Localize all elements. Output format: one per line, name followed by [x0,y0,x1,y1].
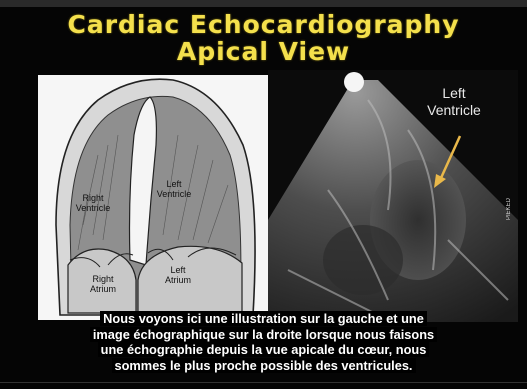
title-line-1: Cardiac Echocardiography [0,10,527,39]
ultrasound-image: Left Ventricle PIEKED [268,70,518,322]
label-right-atrium: Right Atrium [81,274,125,294]
label-right-ventricle: Right Ventricle [68,193,118,213]
label-left-atrium: Left Atrium [156,265,200,285]
top-bar [0,0,527,7]
subtitle-line-4: sommes le plus proche possible des ventr… [112,358,416,373]
subtitle-line: sommes le plus proche possible des ventr… [0,358,527,374]
subtitle-line: image échographique sur la droite lorsqu… [0,327,527,343]
right-ventricle-text: Right Ventricle [76,193,111,213]
side-watermark: PIEKED [506,180,518,220]
left-ventricle-text: Left Ventricle [157,179,192,199]
subtitle-line-2: image échographique sur la droite lorsqu… [90,327,437,342]
right-atrium-text: Right Atrium [90,274,116,294]
subtitle-caption: Nous voyons ici une illustration sur la … [0,311,527,373]
bottom-divider [0,382,527,383]
subtitle-line: une échographie depuis la vue apicale du… [0,342,527,358]
title-line-2: Apical View [0,37,527,66]
subtitle-line-1: Nous voyons ici une illustration sur la … [100,311,427,326]
left-atrium-text: Left Atrium [165,265,191,285]
label-left-ventricle: Left Ventricle [149,179,199,199]
left-ventricle-annotation-text: Left Ventricle [427,85,481,118]
left-ventricle-annotation: Left Ventricle [419,85,489,119]
heart-illustration: Right Ventricle Left Ventricle Right Atr… [38,75,268,320]
subtitle-line-3: une échographie depuis la vue apicale du… [98,342,430,357]
subtitle-line: Nous voyons ici une illustration sur la … [0,311,527,327]
